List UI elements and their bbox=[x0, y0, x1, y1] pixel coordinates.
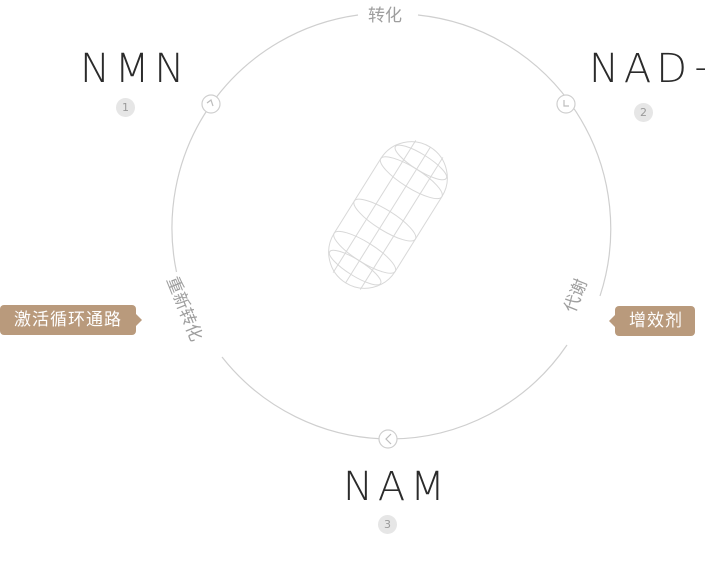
node-title-nad: NAD+ bbox=[589, 46, 705, 92]
node-number-nad: 2 bbox=[634, 103, 653, 122]
node-number-nam: 3 bbox=[378, 515, 397, 534]
ring-arc-top-right bbox=[417, 14, 612, 297]
node-title-nam: NAM bbox=[343, 464, 450, 510]
ring-arc-left-top bbox=[171, 14, 359, 273]
arrow-circle-icon bbox=[378, 429, 398, 449]
arrow-circle-icon bbox=[556, 94, 576, 114]
cycle-ring bbox=[171, 14, 612, 440]
tag-activate-cycle: 激活循环通路 bbox=[0, 305, 142, 335]
arrow-circle-icon bbox=[201, 94, 221, 114]
capsule-icon bbox=[328, 140, 448, 290]
node-number-nmn: 1 bbox=[116, 98, 135, 117]
node-title-nmn: NMN bbox=[80, 46, 190, 92]
ring-arc-bottom-left bbox=[221, 356, 389, 440]
tag-synergist: 增效剂 bbox=[609, 306, 695, 336]
arc-label-top: 转化 bbox=[368, 6, 402, 26]
ring-arc-right-bottom bbox=[387, 344, 568, 440]
